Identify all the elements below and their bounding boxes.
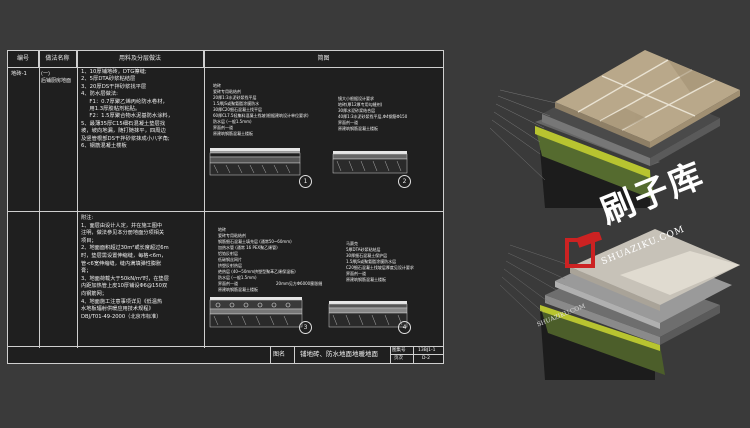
diagram3-extra: 20mm见方Φ6000膨胀缝 [276,281,323,286]
title-label: 图名 [273,351,286,358]
diagram4-number: 4 [398,321,411,334]
title-block: 图名 铺地砖、防水地面地暖地面 图集号 13BJ1-1 页次 D-2 [8,346,443,363]
atlas-label: 图集号 [392,348,406,353]
header-name: 做法名称 [39,51,77,67]
render-heated-floor-3d [499,229,740,380]
row1-name: (一) 后铺厨房地面 [41,71,72,85]
diagram2-section [332,151,408,174]
page-label: 页次 [394,356,403,361]
render-tile-floor-3d [489,50,740,208]
diagram4-labels: 马赛克 5厚DTA砂浆粘结层 30厚细石混凝土保护层 1.5厚JS或聚氨酯涂膜防… [346,241,414,282]
atlas-value: 13BJ1-1 [418,348,436,353]
diagram1-number: 1 [299,175,312,188]
diagram2-number: 2 [398,175,411,188]
diagram3-number: 3 [299,321,312,334]
drawing-sheet: 编号 做法名称 用料及分层做法 简图 地砖-1 (一) 后铺厨房地面 1、10厚… [7,50,444,364]
header-diagram: 简图 [317,55,330,62]
diagram3-labels: 地砖 瓷砖专用粘结剂 钢筋细石混凝土填充层 (通常50~60mm) 加热水管 (… [218,227,296,292]
diagram4-section [328,301,408,328]
page-value: D-2 [422,356,430,361]
row2-notes: 附注: 1、面层由设计人定，并在施工图中 注明，做法参见本分册地面分项相关 项目… [81,215,169,320]
diagram2-labels: 镜大小根据设计要求 地砖(厚12厚专用勾缝剂) 30厚水泥砂浆结合层 40厚1:… [338,96,408,131]
diagram1-labels: 地砖 瓷砖专用粘结剂 20厚1:3水泥砂浆找平层 1.5厚JS或聚氨酯涂膜防水 … [213,83,309,136]
header-code: 编号 [8,51,39,67]
table-header: 编号 做法名称 用料及分层做法 简图 [8,51,443,68]
header-steps: 用料及分层做法 [77,51,204,67]
row1-code: 地砖-1 [11,71,27,77]
watermark-logo-icon [565,232,602,268]
diagram3-section [209,297,303,328]
row1-steps: 1、10厚铺地砖，DTG擦缝; 2、5厚DTA砂浆粘结层 3、20厚DS干拌砂浆… [81,69,174,150]
diagram1-section [209,148,301,176]
drawing-title: 铺地砖、防水地面地暖地面 [300,350,378,358]
